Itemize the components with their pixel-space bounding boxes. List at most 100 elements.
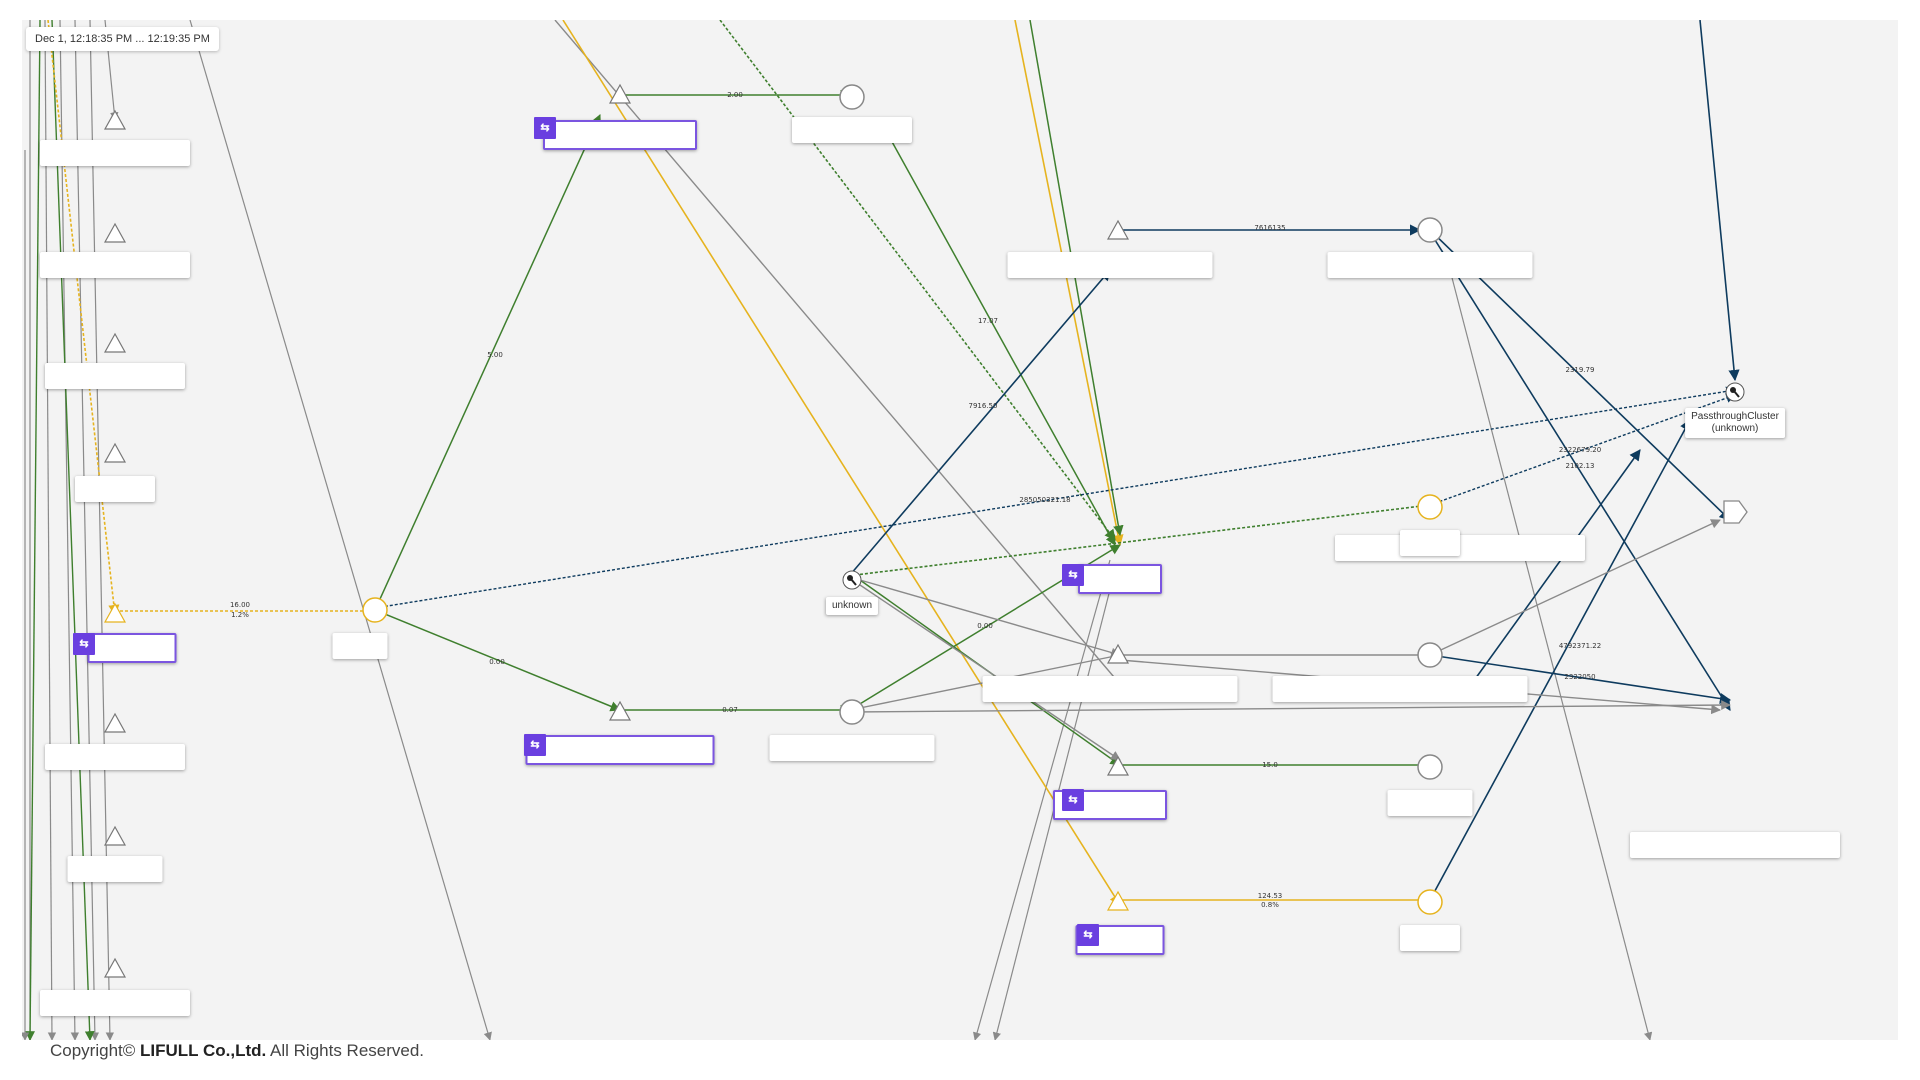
passthrough-cluster-label[interactable]: PassthroughCluster(unknown) [1685, 408, 1785, 438]
edge-gray-2[interactable] [59, 20, 80, 1040]
edge-label: 7916.50 [969, 402, 998, 410]
edge-gray-42[interactable] [859, 584, 1121, 761]
edge-gold-8[interactable] [47, 20, 120, 617]
edge-green-6[interactable] [25, 20, 41, 1040]
edge-green-30[interactable] [879, 119, 1116, 546]
edge-label: 17.07 [978, 317, 998, 325]
node-label[interactable] [40, 140, 190, 166]
unknown-node-label-line: unknown [831, 600, 873, 611]
service-triangle-icon[interactable] [103, 825, 127, 846]
service-triangle-icon[interactable] [103, 109, 127, 130]
node-label[interactable] [1007, 252, 1213, 278]
service-triangle-icon[interactable] [103, 712, 127, 733]
node-label[interactable] [1327, 252, 1533, 278]
workload-icon[interactable]: ⇆ [534, 117, 556, 139]
node-label[interactable] [1387, 790, 1473, 816]
node-label[interactable] [792, 117, 912, 143]
node-label[interactable] [543, 120, 697, 150]
edge-label: 4792371.22 [1559, 642, 1601, 650]
node-label[interactable] [40, 990, 190, 1016]
node-label[interactable] [1400, 530, 1460, 556]
node-label[interactable] [75, 476, 155, 502]
service-triangle-icon[interactable] [1106, 755, 1130, 776]
app-circle-icon[interactable] [1417, 217, 1443, 243]
edge-gray-13[interactable] [1449, 269, 1653, 1040]
service-triangle-icon[interactable] [103, 442, 127, 463]
edge-green-26[interactable] [719, 20, 1116, 541]
service-entry-icon[interactable] [1723, 500, 1748, 524]
app-circle-icon[interactable] [1417, 754, 1443, 780]
edge-navy-40[interactable] [1429, 393, 1736, 506]
app-circle-icon[interactable] [1417, 642, 1443, 668]
workload-icon[interactable]: ⇆ [1062, 564, 1084, 586]
service-triangle-icon[interactable] [103, 222, 127, 243]
key-icon-shaft [850, 578, 857, 586]
node-label[interactable] [769, 735, 935, 761]
node-label[interactable] [525, 735, 715, 765]
edge-navy-32[interactable] [849, 269, 1111, 576]
edge-label: 2322679.20 [1559, 446, 1601, 454]
edge-navy-37[interactable] [1429, 419, 1691, 901]
service-triangle-icon[interactable] [1106, 219, 1130, 240]
edge-gray-44[interactable] [849, 700, 1731, 713]
edge-navy-35[interactable] [1429, 231, 1731, 711]
edge-gray-46[interactable] [1429, 519, 1721, 656]
edge-label: 285050321.18 [1019, 496, 1070, 504]
node-label[interactable] [45, 744, 185, 770]
app-circle-icon[interactable] [839, 699, 865, 725]
node-label[interactable] [45, 363, 185, 389]
node-label[interactable] [332, 633, 388, 659]
service-triangle-icon[interactable] [608, 83, 632, 104]
edge-navy-36[interactable] [1459, 449, 1641, 701]
node-label[interactable] [1335, 535, 1585, 561]
edge-label: 0.07 [722, 706, 738, 714]
service-triangle-icon[interactable] [103, 332, 127, 353]
passthrough-cluster-label-line: PassthroughCluster [1691, 411, 1779, 422]
service-triangle-icon[interactable] [103, 602, 127, 623]
workload-icon[interactable]: ⇆ [73, 633, 95, 655]
edge-label: 1.2% [231, 611, 249, 619]
service-graph[interactable]: 2.00761613517.075.007916.502319.79285050… [22, 20, 1898, 1040]
app-circle-icon[interactable] [839, 84, 865, 110]
edge-gray-41[interactable] [859, 579, 1121, 658]
edge-gold-16[interactable] [562, 20, 1121, 906]
workload-icon[interactable]: ⇆ [1062, 789, 1084, 811]
edge-navy-33[interactable] [1699, 20, 1740, 382]
workload-icon[interactable]: ⇆ [1077, 924, 1099, 946]
edge-green-21[interactable] [374, 609, 621, 712]
edge-gray-4[interactable] [89, 20, 115, 1040]
app-circle-icon[interactable] [362, 597, 388, 623]
key-icon-shaft [1733, 390, 1740, 398]
node-label[interactable] [1630, 832, 1840, 858]
edge-green-7[interactable] [51, 20, 95, 1040]
edge-gold-17[interactable] [1014, 20, 1124, 547]
edge-label: 2322050 [1564, 673, 1595, 681]
service-triangle-icon[interactable] [1106, 643, 1130, 664]
node-label[interactable] [87, 633, 177, 663]
app-circle-icon[interactable] [1417, 889, 1443, 915]
service-triangle-icon[interactable] [1106, 890, 1130, 911]
edge-navy-34[interactable] [1429, 229, 1731, 521]
edge-navy-39[interactable] [374, 386, 1736, 609]
node-label[interactable] [1272, 676, 1528, 702]
node-label[interactable] [1400, 925, 1460, 951]
node-label[interactable] [1078, 564, 1162, 594]
edge-gray-1[interactable] [44, 20, 57, 1040]
edge-navy-38[interactable] [1429, 654, 1732, 705]
service-triangle-icon[interactable] [103, 957, 127, 978]
edge-green-29[interactable] [854, 500, 1432, 576]
app-circle-icon[interactable] [1417, 494, 1443, 520]
node-label[interactable] [40, 252, 190, 278]
service-triangle-icon[interactable] [608, 700, 632, 721]
node-label[interactable] [67, 856, 163, 882]
edge-gray-14[interactable] [973, 559, 1111, 1040]
edge-label: 0.00 [977, 622, 993, 630]
edge-green-20[interactable] [374, 114, 601, 611]
edge-gray-11[interactable] [189, 20, 492, 1040]
footer-copyright: Copyright© LIFULL Co.,Ltd. All Rights Re… [50, 1041, 425, 1060]
unknown-node-label[interactable]: unknown [825, 597, 879, 615]
workload-icon[interactable]: ⇆ [524, 734, 546, 756]
node-label[interactable] [982, 676, 1238, 702]
edge-label: 5.00 [487, 351, 503, 359]
